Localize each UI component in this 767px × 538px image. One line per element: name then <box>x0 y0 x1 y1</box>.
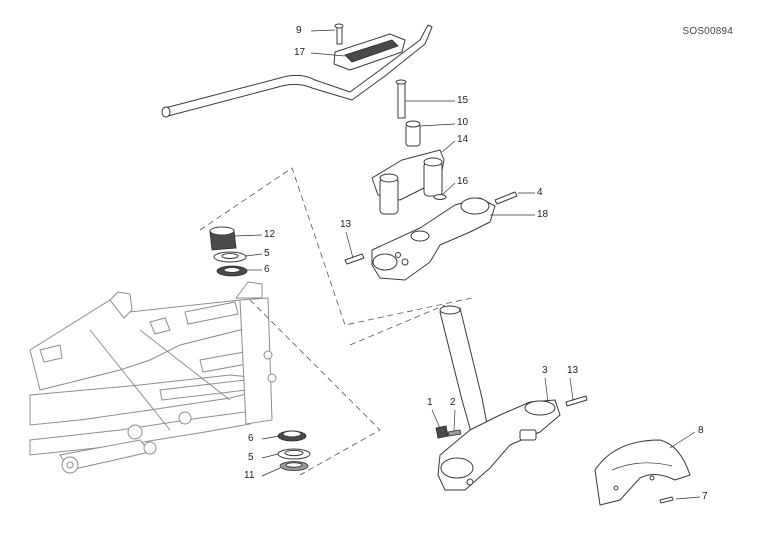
assembly-guide-upper <box>199 167 473 326</box>
upper-triple-clamp <box>371 197 496 281</box>
washer <box>433 194 447 200</box>
callout-14: 14 <box>457 134 469 145</box>
lower-head-bearing-stack <box>277 430 311 471</box>
small-bolt <box>447 429 462 437</box>
motorcycle-frame <box>29 281 277 474</box>
callout-18: 18 <box>537 209 549 220</box>
handlebar-clamp <box>333 23 406 71</box>
fender-screw <box>659 496 674 504</box>
callout-2: 2 <box>450 397 456 408</box>
clamp-bolt-13-lower <box>565 395 588 407</box>
assembly-guide-lower <box>249 299 446 476</box>
spacer <box>405 120 421 147</box>
leader-lines <box>233 29 701 500</box>
handlebar <box>161 24 433 118</box>
riser-bolt <box>395 79 407 119</box>
callout-6-upper: 6 <box>264 264 270 275</box>
callout-3: 3 <box>542 365 548 376</box>
callout-8: 8 <box>698 425 704 436</box>
callout-15: 15 <box>457 95 469 106</box>
callout-7: 7 <box>702 491 708 502</box>
callout-9: 9 <box>296 25 302 36</box>
callout-13-lower: 13 <box>567 365 579 376</box>
callout-11: 11 <box>244 470 255 481</box>
callout-12: 12 <box>264 229 276 240</box>
callout-10: 10 <box>457 117 469 128</box>
handlebar-risers <box>371 149 445 215</box>
callout-16: 16 <box>457 176 469 187</box>
nut <box>435 425 449 439</box>
callout-1: 1 <box>427 397 433 408</box>
clamp-bolt-4 <box>494 191 518 205</box>
callout-5-lower: 5 <box>248 452 254 463</box>
upper-head-bearing-stack <box>209 226 248 277</box>
callout-6-lower: 6 <box>248 433 254 444</box>
diagram-code: SOS00894 <box>682 26 733 37</box>
clamp-bolt-13-upper <box>344 253 365 265</box>
callout-5-upper: 5 <box>264 248 270 259</box>
front-fender <box>594 439 691 506</box>
callout-13-upper: 13 <box>340 219 352 230</box>
lower-triple-clamp <box>437 399 561 491</box>
callout-4: 4 <box>537 187 543 198</box>
callout-17: 17 <box>294 47 306 58</box>
